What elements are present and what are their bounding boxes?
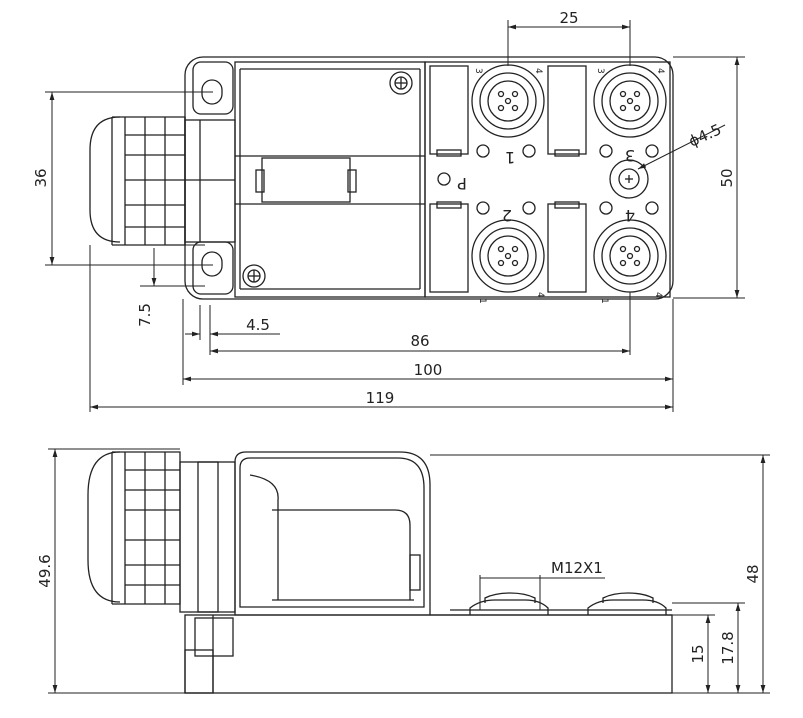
m12-connector-1 (471, 64, 545, 138)
top-view (45, 20, 745, 412)
dim-7-5: 7.5 (136, 303, 154, 327)
dim-17-8: 17.8 (719, 631, 737, 664)
m12-connector-3 (593, 64, 667, 138)
dim-m12x1: M12X1 (551, 559, 603, 577)
m12-connector-2 (471, 219, 545, 293)
screw-icon (389, 71, 413, 95)
cable-gland-top (89, 116, 236, 246)
port-number-3: 3 (625, 146, 635, 165)
screw-icon (242, 264, 266, 288)
dim-25: 25 (559, 9, 578, 27)
pin-label: 4 (655, 68, 665, 74)
pe-label: P (457, 174, 467, 193)
pin-label: 3 (595, 68, 605, 74)
mounting-ears (192, 61, 234, 295)
dim-100: 100 (414, 361, 443, 379)
dim-119: 119 (366, 389, 395, 407)
side-dimension-lines (48, 448, 770, 694)
pin-label: 3 (473, 68, 483, 74)
dim-49-6: 49.6 (36, 554, 54, 587)
cable-gland-side (87, 451, 236, 613)
top-dimension-lines (45, 20, 745, 412)
m12-connector-4 (593, 219, 667, 293)
connector-panel (424, 61, 671, 298)
pin-label: 1 (599, 298, 609, 304)
m12-thread-side-2 (587, 599, 667, 615)
led-holes (437, 144, 659, 215)
m12-thread-side-1 (469, 599, 549, 615)
side-body (234, 451, 431, 616)
pin-label: 1 (477, 298, 487, 304)
pin-label: 4 (533, 68, 543, 74)
mounting-hole (609, 159, 649, 199)
pin-label: 4 (535, 292, 545, 298)
dim-50: 50 (718, 168, 736, 187)
port-number-1: 1 (505, 148, 515, 167)
port-number-2: 2 (502, 206, 512, 225)
pin-label: 4 (653, 292, 663, 298)
label-slot (261, 157, 351, 203)
dim-36: 36 (32, 168, 50, 187)
dim-48: 48 (744, 564, 762, 583)
dim-hole-diameter: ϕ4.5 (686, 120, 724, 150)
side-base (184, 614, 673, 694)
dim-4-5: 4.5 (246, 316, 270, 334)
led-windows (429, 65, 587, 293)
dim-86: 86 (410, 332, 429, 350)
side-view (48, 448, 770, 694)
dim-15: 15 (689, 644, 707, 663)
port-number-4: 4 (625, 206, 635, 225)
housing-outline (184, 56, 674, 300)
